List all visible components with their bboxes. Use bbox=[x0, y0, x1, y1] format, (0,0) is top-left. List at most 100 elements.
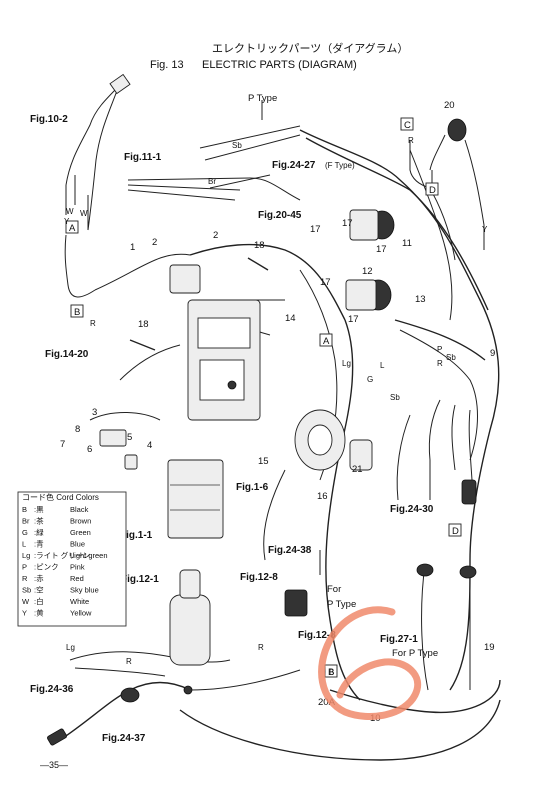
legend-en: White bbox=[70, 597, 89, 606]
part-number-17b: 17 bbox=[342, 218, 353, 229]
wire-code-r-right: R bbox=[437, 359, 443, 368]
connector-24-30 bbox=[461, 479, 477, 505]
bracket-fig-1-1 bbox=[167, 459, 224, 539]
wire-code-r-bottom: R bbox=[126, 657, 132, 666]
legend-jp: :ライト グリーン bbox=[34, 550, 90, 560]
legend-code: R bbox=[22, 574, 28, 583]
ref-fig-24-36: Fig.24-36 bbox=[30, 684, 74, 695]
ref-fig-24-27: Fig.24-27 bbox=[272, 160, 316, 171]
connector-letter-d-bottom: D bbox=[452, 526, 459, 537]
wire-code-y-left: Y bbox=[64, 217, 70, 226]
legend-code: L bbox=[22, 540, 26, 549]
ref-fig-12-8a: Fig.12-8 bbox=[240, 572, 278, 583]
part-number-4: 4 bbox=[147, 440, 152, 451]
wire-color-codes: Sb Br W Y W R Lg G L Sb P R Sb R Y Lg R … bbox=[64, 136, 488, 677]
legend-title: コード色 Cord Colors bbox=[22, 492, 99, 502]
ref-fig-1-1: Fig.1-1 bbox=[120, 530, 153, 541]
wire-code-y-right: Y bbox=[482, 225, 488, 234]
wire-code-b-bottom: B bbox=[329, 668, 334, 677]
legend-en: Sky blue bbox=[70, 586, 99, 595]
legend-jp: :空 bbox=[34, 585, 44, 595]
relay bbox=[284, 589, 308, 617]
starter-motor bbox=[169, 594, 211, 666]
part-number-20: 20 bbox=[444, 100, 455, 111]
wire-code-r-relay: R bbox=[258, 643, 264, 652]
label-for: For bbox=[327, 584, 341, 595]
label-p-type-top: P Type bbox=[248, 93, 277, 104]
legend-en: Yellow bbox=[70, 609, 92, 618]
part-number-5: 5 bbox=[127, 432, 132, 443]
legend-en: Brown bbox=[70, 517, 91, 526]
part-number-15: 15 bbox=[258, 456, 269, 467]
wire-code-sb-mid: Sb bbox=[390, 393, 400, 402]
legend-code: W bbox=[22, 597, 30, 606]
components bbox=[47, 73, 477, 746]
part-numbers: 1 2 2 3 4 5 6 7 8 9 10 11 12 13 14 15 16… bbox=[60, 100, 495, 724]
part-number-9: 9 bbox=[490, 348, 495, 359]
label-for-p-type-right: For P Type bbox=[392, 648, 438, 659]
part-number-17e: 17 bbox=[348, 314, 359, 325]
legend-en: Black bbox=[70, 505, 89, 514]
part-number-21: 21 bbox=[352, 464, 363, 475]
part-number-13: 13 bbox=[415, 294, 426, 305]
legend-jp: :赤 bbox=[34, 574, 44, 583]
connector-27-1b bbox=[459, 565, 477, 579]
legend-en: Blue bbox=[70, 540, 85, 549]
part-number-7: 7 bbox=[60, 439, 65, 450]
wire-code-g: G bbox=[367, 375, 373, 384]
legend-code: Sb bbox=[22, 586, 31, 595]
part-number-17a: 17 bbox=[310, 224, 321, 235]
ref-fig-24-27-note: (F Type) bbox=[325, 161, 355, 170]
legend-jp: :白 bbox=[34, 596, 44, 606]
ref-fig-12-1: Fig.12-1 bbox=[121, 574, 159, 585]
legend-en: Pink bbox=[70, 563, 85, 572]
legend-code: P bbox=[22, 563, 27, 572]
wire-code-l: L bbox=[380, 361, 385, 370]
page-number: —35— bbox=[40, 760, 68, 770]
plug-24-36 bbox=[120, 687, 140, 703]
legend-code: Y bbox=[22, 609, 27, 618]
connector-letter-a-top: A bbox=[69, 223, 76, 234]
part-3 bbox=[99, 429, 127, 447]
wire-code-p: P bbox=[437, 345, 442, 354]
part-21 bbox=[349, 439, 373, 471]
legend-jp: :青 bbox=[34, 539, 44, 549]
ref-fig-12-8b: Fig.12-8 bbox=[298, 630, 336, 641]
part-number-6: 6 bbox=[87, 444, 92, 455]
plug-24-37 bbox=[47, 728, 67, 746]
part-number-12: 12 bbox=[362, 266, 373, 277]
wire-code-r-c: R bbox=[408, 136, 414, 145]
part-number-20a: 20A bbox=[318, 697, 336, 708]
part-number-11: 11 bbox=[402, 238, 412, 249]
part-number-3: 3 bbox=[92, 407, 97, 418]
label-p-type-mid: P Type bbox=[327, 599, 356, 610]
handwritten-mark-6 bbox=[318, 606, 422, 721]
plug-connector bbox=[169, 264, 201, 294]
connector-27-1a bbox=[416, 563, 434, 577]
legend-en: Red bbox=[70, 574, 84, 583]
type-labels: P Type For P Type For P Type bbox=[248, 93, 438, 659]
ref-fig-1-6: Fig.1-6 bbox=[236, 482, 269, 493]
wire-code-lg: Lg bbox=[342, 359, 351, 368]
part-number-16: 16 bbox=[317, 491, 328, 502]
ref-fig-24-38: Fig.24-38 bbox=[268, 545, 312, 556]
connector-letter-b-left: B bbox=[74, 307, 80, 318]
connector-letters: A B C D A D B bbox=[65, 117, 462, 678]
wire-code-w-2: W bbox=[80, 209, 88, 218]
ref-fig-11-1: Fig.11-1 bbox=[124, 152, 162, 163]
legend-jp: :茶 bbox=[34, 516, 44, 526]
wire-code-w-1: W bbox=[66, 207, 74, 216]
ref-fig-24-30: Fig.24-30 bbox=[390, 504, 434, 515]
wire-code-r-left: R bbox=[90, 319, 96, 328]
ref-fig-10-2: Fig.10-2 bbox=[30, 114, 68, 125]
wire-code-sb-right: Sb bbox=[446, 353, 456, 362]
connector-letter-a-mid: A bbox=[323, 336, 330, 347]
figure-references: Fig.10-2 Fig.11-1 Fig.24-27 (F Type) Fig… bbox=[30, 114, 434, 744]
legend-code: G bbox=[22, 528, 28, 537]
part-number-2b: 2 bbox=[213, 230, 218, 241]
part-number-18a: 18 bbox=[254, 240, 265, 251]
part-20-coil bbox=[447, 118, 467, 142]
legend-jp: :緑 bbox=[34, 527, 44, 537]
part-number-8: 8 bbox=[75, 424, 80, 435]
